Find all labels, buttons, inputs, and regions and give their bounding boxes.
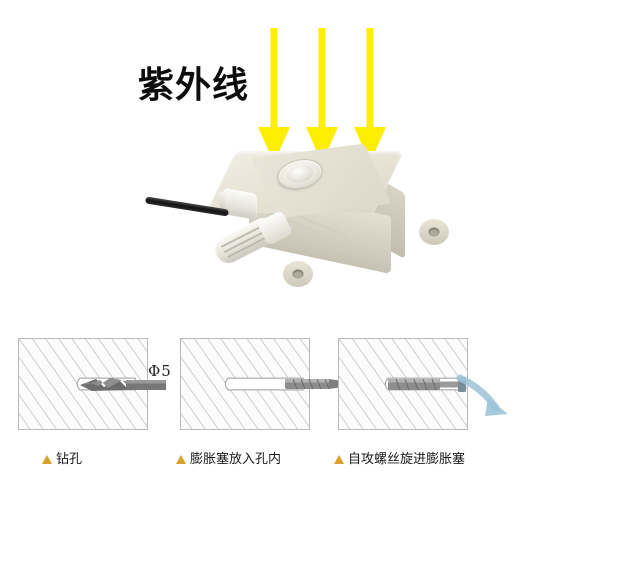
cable-gland bbox=[223, 188, 257, 220]
step-label-3: 自攻螺丝旋进膨胀塞 bbox=[334, 448, 465, 467]
step-label-text: 膨胀塞放入孔内 bbox=[190, 452, 282, 467]
bullet-triangle-icon bbox=[334, 455, 344, 464]
screw-hole bbox=[292, 269, 304, 279]
uv-arrow-shaft bbox=[318, 28, 326, 131]
mounting-flange-bottom bbox=[283, 261, 313, 287]
screw-hole bbox=[428, 227, 440, 237]
step-label-text: 自攻螺丝旋进膨胀塞 bbox=[348, 452, 466, 467]
uv-arrow-shaft bbox=[270, 28, 278, 131]
step-label-text: 钻孔 bbox=[56, 452, 83, 467]
uv-sensor-device bbox=[144, 143, 453, 303]
drill-bit-icon bbox=[80, 378, 166, 391]
step-label-2: 膨胀塞放入孔内 bbox=[176, 448, 281, 467]
installation-steps-section: Φ5 钻孔 膨胀塞放入孔内 bbox=[0, 330, 629, 480]
install-direction-arrow-icon bbox=[456, 374, 508, 416]
hole-diameter-label: Φ5 bbox=[148, 362, 172, 380]
required-tools-section bbox=[0, 480, 629, 578]
uv-radiation-label: 紫外线 bbox=[138, 65, 250, 106]
bullet-triangle-icon bbox=[176, 455, 186, 464]
hero-section: 紫外线 bbox=[0, 0, 629, 325]
uv-arrow-shaft bbox=[366, 28, 374, 131]
mounting-flange-right bbox=[419, 219, 449, 245]
uv-sensor-dome bbox=[284, 165, 316, 183]
bullet-triangle-icon bbox=[42, 455, 52, 464]
step-label-1: 钻孔 bbox=[42, 448, 82, 467]
